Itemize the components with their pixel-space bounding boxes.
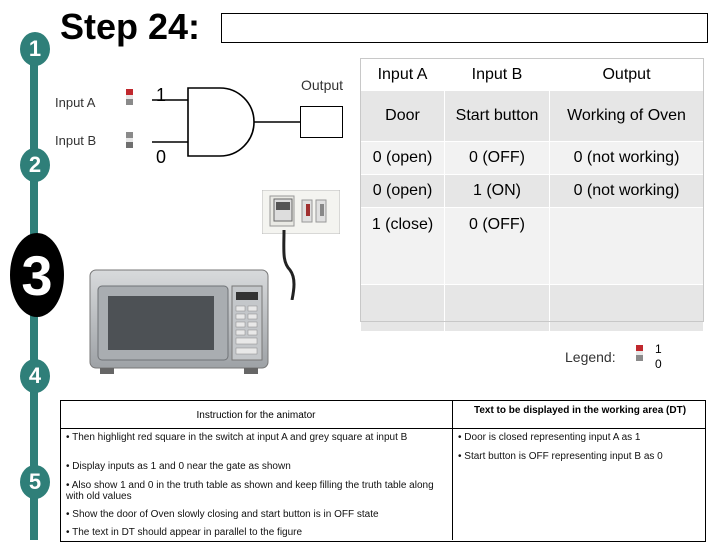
- table-cell: [444, 284, 550, 332]
- input-a-value: 1: [156, 85, 167, 105]
- instruction-item: • Also show 1 and 0 in the truth table a…: [66, 480, 434, 502]
- truth-table-header-row: Input A Input B Output: [360, 58, 704, 91]
- table-cell: 0 (open): [360, 141, 445, 175]
- microwave-oven-icon: [89, 269, 269, 374]
- title-blank-box: [221, 13, 708, 43]
- output-box: [300, 106, 343, 138]
- step-3-marker: 3: [10, 233, 64, 317]
- truth-table: Input A Input B Output Door Start button…: [360, 58, 704, 332]
- and-gate-diagram: [152, 87, 300, 157]
- input-b-label: Input B: [55, 133, 97, 148]
- table-cell: [549, 207, 704, 285]
- legend-one: 1: [655, 342, 662, 356]
- legend-zero: 0: [655, 357, 662, 371]
- table-row: 1 (close) 0 (OFF): [360, 207, 704, 285]
- header-output: Output: [549, 58, 704, 91]
- instruction-item: • The text in DT should appear in parall…: [66, 527, 303, 538]
- output-label: Output: [301, 77, 344, 93]
- table-cell: Start button: [444, 90, 550, 142]
- table-cell: 1 (ON): [444, 174, 550, 208]
- legend-label: Legend:: [565, 349, 616, 365]
- table-cell: 0 (not working): [549, 141, 704, 175]
- step-5-marker: 5: [20, 465, 50, 499]
- legend-switch-icon: [636, 345, 643, 361]
- page-title: Step 24:: [60, 6, 201, 47]
- header-input-b: Input B: [444, 58, 550, 91]
- step-2-marker: 2: [20, 148, 50, 182]
- table-row: 0 (open) 0 (OFF) 0 (not working): [360, 141, 704, 175]
- instruction-item: • Display inputs as 1 and 0 near the gat…: [66, 461, 291, 472]
- instruction-item: • Show the door of Oven slowly closing a…: [66, 509, 379, 520]
- animator-instructions-panel: [60, 400, 706, 542]
- step-1-marker: 1: [20, 32, 50, 66]
- table-cell: Working of Oven: [549, 90, 704, 142]
- step-4-marker: 4: [20, 359, 50, 393]
- table-row: Door Start button Working of Oven: [360, 90, 704, 142]
- table-cell: 0 (open): [360, 174, 445, 208]
- panel-divider-horizontal: [60, 428, 705, 429]
- table-row: 0 (open) 1 (ON) 0 (not working): [360, 174, 704, 208]
- power-cord-icon: [282, 230, 296, 300]
- display-text-header: Text to be displayed in the working area…: [473, 405, 687, 416]
- table-cell: [360, 284, 445, 332]
- header-input-a: Input A: [360, 58, 445, 91]
- table-row: [360, 284, 704, 332]
- table-cell: 0 (not working): [549, 174, 704, 208]
- table-cell: Door: [360, 90, 445, 142]
- instruction-item: • Then highlight red square in the switc…: [66, 432, 408, 443]
- input-a-label: Input A: [55, 95, 96, 110]
- input-b-switch[interactable]: [126, 132, 133, 148]
- animator-instructions-header: Instruction for the animator: [196, 410, 316, 421]
- table-cell: 0 (OFF): [444, 141, 550, 175]
- panel-divider-vertical: [452, 400, 453, 540]
- table-cell: 0 (OFF): [444, 207, 550, 285]
- wall-socket-icon: [262, 190, 340, 234]
- display-text-item: • Door is closed representing input A as…: [458, 432, 641, 443]
- table-cell: [549, 284, 704, 332]
- input-b-value: 0: [156, 147, 167, 167]
- table-cell: 1 (close): [360, 207, 445, 285]
- display-text-item: • Start button is OFF representing input…: [458, 451, 663, 462]
- input-a-switch[interactable]: [126, 89, 133, 105]
